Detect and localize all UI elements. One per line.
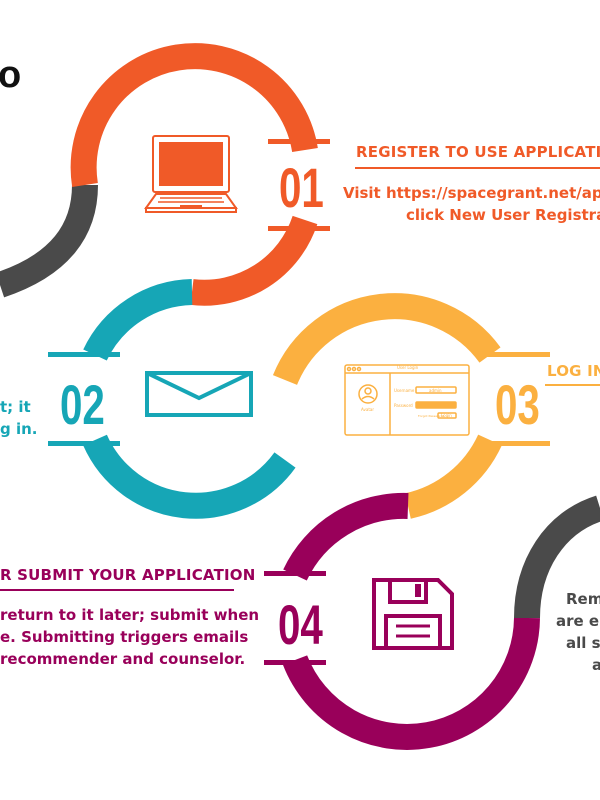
envelope-icon — [145, 371, 253, 417]
tab-bars-01 — [268, 139, 330, 231]
orange-ring — [70, 43, 318, 306]
step-01-title-underline — [355, 167, 600, 169]
login-button-label: Login — [441, 413, 452, 418]
password-box — [415, 401, 457, 409]
login-username-value: admin — [429, 388, 442, 393]
step-05-line-3: all su — [566, 634, 600, 652]
gray-arc-right — [514, 495, 600, 619]
step-03-number: 03 — [495, 373, 540, 436]
step-03-title-underline — [545, 384, 600, 386]
username-box — [415, 386, 457, 394]
tab-bars-03 — [480, 352, 550, 446]
login-username-label: Username — [394, 388, 415, 393]
tab-bars-04 — [264, 571, 326, 665]
step-05-line-2: are en — [556, 612, 600, 630]
tab-bars-02 — [48, 352, 120, 446]
step-02-line-2: g in. — [0, 420, 38, 438]
header-title-fragment: o — [0, 54, 22, 96]
login-box — [437, 412, 457, 419]
step-04-title: R SUBMIT YOUR APPLICATION — [0, 566, 256, 584]
login-form-title: User Login — [397, 365, 419, 370]
teal-ring — [83, 279, 296, 519]
laptop-icon — [144, 135, 238, 213]
login-forgot-link: Forgot Password? — [418, 414, 445, 418]
login-form-icon — [344, 364, 470, 436]
step-04-number: 04 — [278, 593, 323, 656]
avatar-circle — [358, 384, 378, 404]
step-02-number: 02 — [60, 373, 105, 436]
step-05-line-4: a — [592, 656, 600, 674]
step-01-title: REGISTER TO USE APPLICATION — [356, 143, 600, 161]
step-01-number: 01 — [279, 156, 324, 219]
step-04-line-1: return to it later; submit when — [0, 606, 260, 624]
step-02-line-1: t; it — [0, 398, 31, 416]
floppy-disk-icon — [372, 578, 454, 650]
login-avatar-label: Avatar — [361, 407, 374, 412]
step-05-line-1: Rem — [566, 590, 600, 608]
login-password-label: Password — [394, 403, 413, 408]
step-04-title-underline — [0, 589, 234, 591]
amber-ring — [272, 293, 502, 519]
gray-arc-left — [0, 184, 98, 298]
step-04-line-3: recommender and counselor. — [0, 650, 246, 668]
magenta-ring — [282, 492, 540, 750]
step-01-line-2: click New User Registrati — [406, 206, 600, 224]
step-01-line-1: Visit https://spacegrant.net/apps/ — [343, 184, 600, 202]
step-04-line-2: e. Submitting triggers emails — [0, 628, 249, 646]
step-03-title: LOG IN. — [547, 362, 600, 380]
